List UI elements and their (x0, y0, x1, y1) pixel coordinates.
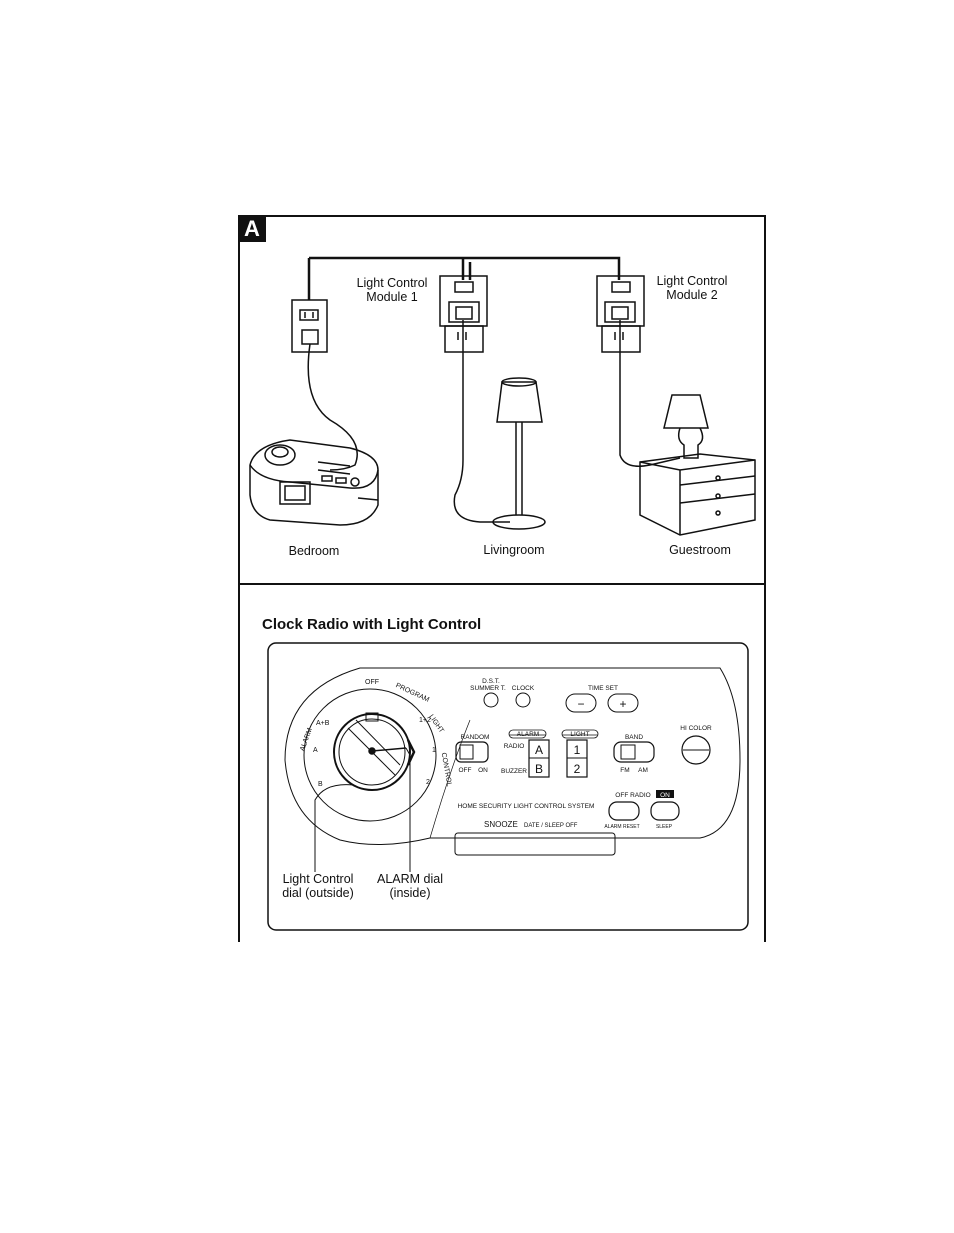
radio-label: RADIO (504, 743, 525, 750)
faceplate-outline (284, 667, 741, 845)
room-label-bedroom: Bedroom (288, 544, 340, 558)
date-sleep-label: DATE / SLEEP OFF (524, 823, 578, 829)
alarm-reset-label: ALARM RESET (604, 824, 639, 830)
time-plus-glyph: + (619, 697, 626, 711)
buzzer-label: BUZZER (501, 768, 527, 775)
random-off-label: OFF (459, 767, 472, 774)
bedroom-clock-radio (249, 439, 379, 526)
sleep-button (650, 801, 680, 821)
guestroom-dresser (639, 453, 756, 536)
hi-color-label: HI COLOR (680, 725, 712, 732)
dial-label-12: 1+2 (419, 717, 431, 724)
module-1-label: Light Control Module 1 (356, 276, 428, 304)
dial-label-b: B (318, 781, 323, 788)
sleep-label: SLEEP (656, 824, 673, 830)
guest-cord (619, 320, 681, 467)
on-label: ON (660, 792, 670, 799)
on-badge (656, 790, 674, 798)
band-label: BAND (625, 734, 643, 741)
light-bracket-label: LIGHT (570, 731, 589, 738)
living-cord (453, 320, 510, 523)
bedroom-cord (307, 343, 358, 471)
clock-button (515, 692, 531, 708)
time-set-label: TIME SET (588, 685, 618, 692)
wiring-bus (307, 256, 621, 300)
off-radio-label: OFF RADIO (615, 792, 650, 799)
callout-light-control-dial: Light Control dial (outside) (282, 872, 354, 900)
dial-label-2: 2 (426, 779, 430, 786)
module-2-label: Light Control Module 2 (656, 274, 728, 302)
dial-label-1: 1 (432, 747, 436, 754)
key-1-glyph: 1 (574, 743, 581, 757)
dial-label-a: A (313, 747, 318, 754)
key-2-glyph: 2 (574, 762, 581, 776)
callout-leader-alarm-dial (405, 747, 411, 872)
dial-label-ab: A+B (316, 720, 330, 727)
guestroom-table-lamp (663, 394, 709, 459)
clock-label: CLOCK (512, 685, 535, 692)
clock-radio-title: Clock Radio with Light Control (262, 616, 482, 633)
random-label: RANDOM (461, 734, 490, 741)
snooze-bar (454, 832, 616, 856)
alarm-bracket-label: ALARM (517, 731, 539, 738)
light-control-dial (303, 688, 437, 822)
dst-button (483, 692, 499, 708)
room-label-guestroom: Guestroom (669, 543, 731, 557)
dial-label-alarm: ALARM (299, 727, 314, 752)
time-set-minus-button (565, 693, 597, 713)
time-set-plus-button (607, 693, 639, 713)
home-security-label: HOME SECURITY LIGHT CONTROL SYSTEM (458, 803, 595, 810)
room-label-livingroom: Livingroom (483, 543, 545, 557)
dial-label-program: PROGRAM (394, 682, 430, 704)
band-am-label: AM (638, 767, 648, 774)
snooze-label: SNOOZE (484, 820, 518, 829)
dial-label-off: OFF (365, 679, 379, 686)
off-radio-button (608, 801, 640, 821)
key-a-glyph: A (535, 743, 543, 757)
band-switch (613, 741, 655, 763)
callout-leader-light-dial (314, 784, 355, 872)
random-on-label: ON (478, 767, 488, 774)
dst-label: D.S.T. (482, 678, 500, 685)
figure-badge: A (238, 216, 266, 242)
figure-frame (238, 215, 766, 942)
livingroom-floor-lamp (492, 377, 546, 530)
key-b-glyph: B (535, 762, 543, 776)
dial-label-control: CONTROL (440, 752, 453, 787)
summer-t-label: SUMMER T. (470, 685, 506, 692)
band-fm-label: FM (620, 767, 629, 774)
clock-radio-panel-frame (267, 642, 749, 931)
random-switch (455, 741, 489, 763)
time-minus-glyph: − (577, 697, 584, 711)
hi-color-knob (681, 735, 711, 765)
callout-alarm-dial: ALARM dial (inside) (377, 872, 443, 900)
